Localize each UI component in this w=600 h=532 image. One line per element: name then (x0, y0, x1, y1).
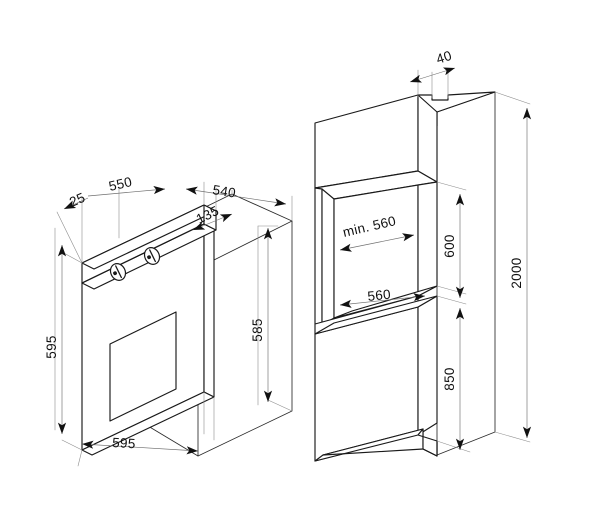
dimension-label-550: 550 (107, 174, 133, 194)
dimension-label-585: 585 (250, 318, 265, 341)
oven-door-window (109, 311, 177, 422)
cabinet-lower-box-right (417, 295, 438, 436)
dimension-label-600: 600 (442, 234, 457, 257)
dimension-label-595-height: 595 (44, 335, 59, 358)
cabinet-plinth-front-line (322, 448, 424, 456)
dimension-label-850: 850 (442, 367, 457, 390)
dimension-cabinet-850: 850 (442, 307, 465, 451)
dimension-label-540: 540 (212, 182, 237, 200)
dimension-label-2000: 2000 (509, 257, 524, 288)
cabinet-right-side-panel (436, 91, 496, 456)
dimension-cabinet-2000: 2000 (509, 107, 532, 439)
oven-function-knob[interactable] (108, 261, 128, 283)
dimension-oven-595-width: 595 (81, 435, 199, 455)
cabinet-niche-left-inner (321, 188, 335, 326)
cabinet-isometric-view: 40 min. 560 560 600 850 2000 (314, 48, 532, 462)
dimension-oven-595-height: 595 (44, 244, 67, 435)
dimension-cabinet-600: 600 (442, 193, 465, 299)
oven-door-edge (203, 223, 215, 398)
dimension-oven-540: 540 (185, 182, 287, 207)
oven-isometric-view: 25 550 540 135 595 585 595 (44, 174, 293, 467)
oven-thermostat-knob[interactable] (142, 245, 162, 267)
dimension-label-40: 40 (434, 48, 453, 67)
dimension-label-25: 25 (67, 190, 87, 210)
dimension-cabinet-40: 40 (409, 48, 456, 83)
dimension-label-560: 560 (367, 287, 392, 304)
dimension-cabinet-560: 560 (339, 287, 426, 308)
dimension-oven-550: 550 (87, 174, 166, 197)
dimension-oven-25: 25 (63, 190, 89, 210)
cabinet-left-stile (314, 187, 323, 326)
oven-panel-door-seam (81, 223, 205, 284)
dimension-label-595-width: 595 (112, 435, 136, 451)
cabinet-plinth-bottom-line (422, 448, 438, 457)
cabinet-niche-right-inner (417, 181, 438, 297)
dimension-oven-585: 585 (250, 227, 273, 403)
